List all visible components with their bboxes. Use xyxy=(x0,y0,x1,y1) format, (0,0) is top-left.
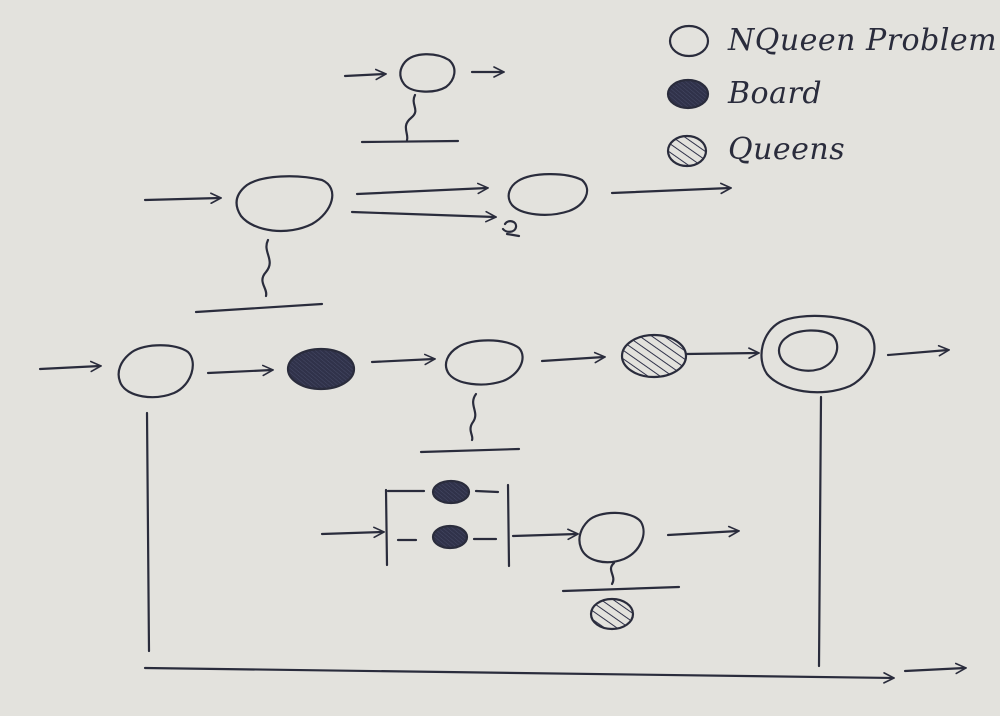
small-mark xyxy=(505,232,521,238)
arrow xyxy=(38,366,100,369)
legend-label-queens: Queens xyxy=(728,132,846,167)
outer-loop xyxy=(143,395,965,678)
sub-problem xyxy=(320,392,738,631)
arrow xyxy=(666,531,738,535)
open-circle xyxy=(235,175,334,233)
main-row xyxy=(38,314,948,399)
arrow xyxy=(355,188,487,196)
arrow xyxy=(206,370,272,373)
hatched-circle xyxy=(589,597,635,631)
top-small-problem xyxy=(343,53,503,144)
tilde-connector xyxy=(404,93,417,142)
arrow xyxy=(886,350,948,355)
legend-label-nqueen-problem: NQueen Problem xyxy=(728,23,998,58)
double-circle-outer xyxy=(760,314,876,394)
underline xyxy=(419,447,521,454)
double-circle-inner xyxy=(777,329,839,372)
arrow xyxy=(511,534,577,536)
vertical-line xyxy=(817,395,823,668)
legend-label-board: Board xyxy=(728,76,823,111)
bottom-line xyxy=(143,666,893,678)
legend-filled-circle-icon xyxy=(666,78,710,110)
bracket-left xyxy=(384,488,389,567)
legend-open-circle-icon xyxy=(668,24,710,58)
open-circle xyxy=(507,173,589,216)
filled-circle xyxy=(286,347,356,391)
underline xyxy=(561,585,681,593)
open-circle xyxy=(117,344,194,399)
open-circle xyxy=(578,511,645,564)
tilde-connector xyxy=(469,392,478,442)
arrow xyxy=(143,198,220,200)
final-arrow xyxy=(903,668,965,671)
hatched-circle xyxy=(620,333,688,379)
legend xyxy=(666,24,710,168)
open-circle xyxy=(444,339,524,386)
open-circle xyxy=(399,53,456,93)
arrow xyxy=(343,74,385,76)
bracket-right xyxy=(506,483,511,568)
tilde-connector xyxy=(609,561,616,586)
arrow xyxy=(684,353,758,354)
small-mark xyxy=(501,220,518,233)
legend-hatched-circle-icon xyxy=(666,134,708,168)
filled-dot xyxy=(431,479,471,505)
arrow xyxy=(540,357,604,361)
bracket-tick xyxy=(474,489,500,494)
second-row xyxy=(143,173,730,314)
arrow xyxy=(370,359,434,362)
underline xyxy=(360,139,460,144)
arrow xyxy=(320,532,383,534)
tilde-connector xyxy=(261,238,271,298)
vertical-line xyxy=(145,411,151,653)
arrow xyxy=(350,212,495,217)
underline xyxy=(194,302,324,314)
filled-dot xyxy=(431,524,469,550)
arrow xyxy=(610,188,730,193)
